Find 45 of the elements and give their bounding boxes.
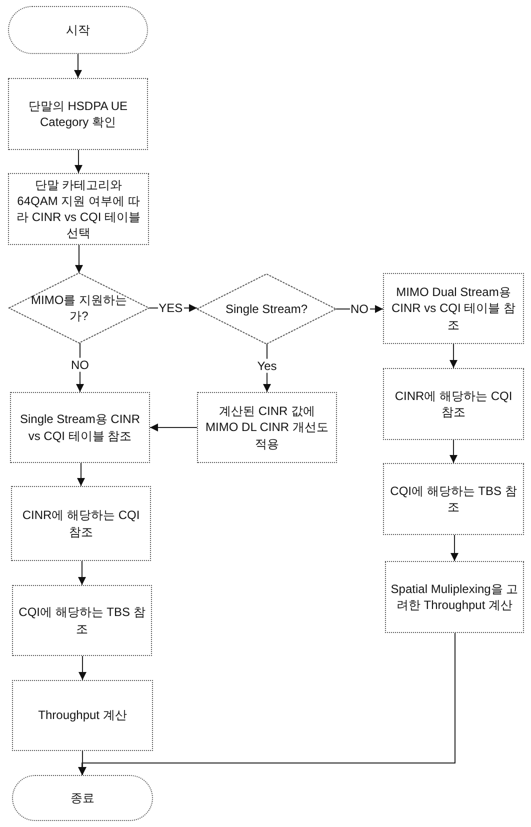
process-box — [383, 273, 524, 344]
arrow — [74, 54, 82, 78]
process-box — [12, 680, 153, 751]
arrow — [450, 440, 458, 464]
edge-label: NO — [350, 302, 370, 316]
arrow — [75, 244, 83, 274]
arrow — [74, 150, 82, 174]
process-box — [197, 392, 337, 463]
node-text: 단말의 HSDPA UE Category 확인 — [27, 98, 129, 130]
node-text: Throughput 계산 — [38, 707, 127, 724]
node-text: CINR에 해당하는 CQI 참조 — [394, 388, 514, 420]
node-text: CQI에 해당하는 TBS 참조 — [18, 604, 146, 637]
process-box — [383, 463, 524, 535]
node-text: MIMO Dual Stream용 CINR vs CQI 테이블 참조 — [390, 284, 516, 333]
edge-label: Yes — [256, 358, 278, 373]
node-text: Single Stream? — [225, 300, 308, 318]
process-box — [11, 486, 151, 561]
process-box — [8, 78, 148, 150]
arrow — [78, 560, 86, 586]
node-text: Spatial Muliplexing을 고려한 Throughput 계산 — [390, 580, 519, 614]
process-box — [10, 392, 150, 463]
arrow — [150, 424, 198, 432]
process-box — [8, 173, 149, 245]
arrow — [450, 344, 458, 368]
node-text: CINR에 해당하는 CQI 참조 — [21, 507, 141, 540]
arrow — [450, 534, 458, 562]
process-box — [385, 561, 524, 633]
arrow — [78, 656, 86, 680]
process-box — [383, 368, 524, 440]
node-text: Single Stream용 CINR vs CQI 테이블 참조 — [18, 411, 142, 444]
arrow — [76, 342, 84, 392]
arrow — [263, 344, 271, 392]
edge-label: NO — [70, 358, 90, 372]
node-text: MIMO를 지원하는가? — [31, 292, 127, 324]
node-text: 종료 — [70, 790, 94, 806]
arrow — [78, 632, 456, 776]
node-text: 계산된 CINR 값에 MIMO DL CINR 개선도 적용 — [204, 403, 330, 452]
node-text: 단말 카테고리와 64QAM 지원 여부에 따라 CINR vs CQI 테이블 선택 — [15, 176, 142, 242]
decision-diamond — [9, 273, 149, 343]
node-text: 시작 — [66, 22, 90, 38]
node-text: CQI에 해당하는 TBS 참조 — [389, 482, 518, 516]
decision-diamond — [197, 274, 336, 344]
edge-label: YES — [158, 300, 184, 316]
arrow — [77, 462, 85, 486]
process-box — [12, 585, 152, 656]
